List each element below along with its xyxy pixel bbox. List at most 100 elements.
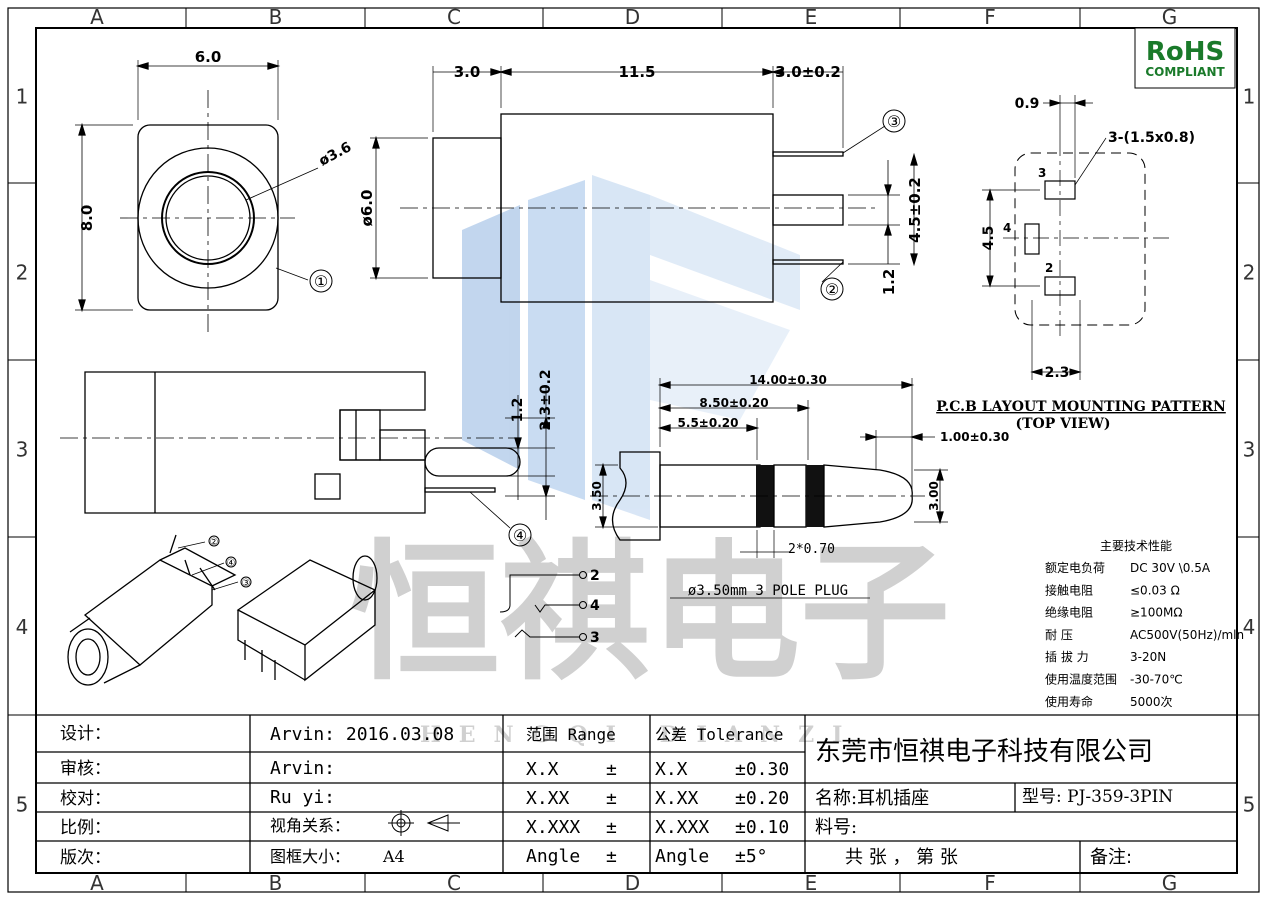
schematic: [499, 571, 587, 641]
grid-col-label: F: [984, 5, 996, 29]
tb-material: 料号:: [815, 817, 857, 838]
plug-labels: 14.00±0.30 8.50±0.20 5.5±0.20 1.00±0.30 …: [590, 373, 1009, 599]
front-hole-dim: ø3.6: [316, 139, 354, 169]
tb-range-3: X.XXX: [526, 817, 580, 838]
spec-label: 绝缘电阻: [1045, 605, 1093, 620]
pcb-labels: 0.9 3-(1.5x0.8) 4.5 2.3 3 4 2 P.C.B LAYO…: [936, 96, 1226, 432]
watermark-chars: 恒祺电子: [350, 525, 950, 701]
grid-col-label: B: [269, 871, 283, 895]
tb-range-header: 范围 Range: [526, 725, 616, 744]
spec-value: ≥100MΩ: [1130, 606, 1182, 620]
grid-col-label: B: [269, 5, 283, 29]
iso-callout-4: ④: [227, 558, 236, 569]
plug-drawing: [590, 378, 948, 599]
watermark-logo: [462, 175, 800, 520]
plug-dim-3-5: 3.50: [590, 481, 604, 511]
side-callout-3: ③: [887, 112, 901, 131]
schematic-labels: 2 4 3: [590, 568, 600, 646]
tb-tol-val-3: ±0.10: [735, 817, 789, 838]
tb-remark: 备注:: [1090, 847, 1132, 868]
spec-value: 5000次: [1130, 695, 1173, 709]
spec-title: 主要技术性能: [1100, 539, 1172, 553]
tb-tol-key-1: X.X: [655, 759, 688, 780]
grid-col-label: F: [984, 871, 996, 895]
plug-dim-14: 14.00±0.30: [749, 373, 827, 387]
tb-view-label: 视角关系：: [270, 816, 350, 835]
spec-label: 耐 压: [1045, 628, 1073, 642]
tb-frame-value: A4: [382, 847, 405, 866]
rohs-badge: RoHS COMPLIANT: [1134, 27, 1236, 89]
schematic-pin-3: 3: [590, 630, 600, 646]
tb-name: 名称:耳机插座: [815, 788, 929, 809]
plug-dim-3: 3.00: [927, 481, 941, 511]
spec-value: ≤0.03 Ω: [1130, 583, 1180, 597]
spec-label: 接触电阻: [1045, 582, 1093, 597]
pcb-dim-pads: 3-(1.5x0.8): [1108, 130, 1195, 146]
front-height-dim: 8.0: [78, 205, 96, 232]
front-view: [75, 60, 333, 335]
spec-label: 额定电负荷: [1045, 560, 1105, 575]
tb-label-scale: 比例：: [60, 818, 111, 838]
grid-row-label: 2: [16, 261, 29, 285]
grid-row-label: 3: [1243, 438, 1256, 462]
tb-pm-4: ±: [606, 846, 617, 867]
tb-design-value: Arvin: 2016.03.08: [270, 724, 454, 745]
grid-row-label: 3: [16, 438, 29, 462]
tb-pages: 共 张 ， 第 张: [845, 847, 958, 868]
side-dim-11-5: 11.5: [618, 63, 655, 81]
tb-range-1: X.X: [526, 759, 559, 780]
title-block: [36, 714, 1237, 873]
rohs-title: RoHS: [1146, 37, 1224, 67]
side-pin-dim: 1.2: [880, 269, 898, 296]
grid-row-label: 5: [16, 793, 29, 817]
schematic-pin-4: 4: [590, 598, 600, 614]
front-callout: ①: [314, 272, 328, 291]
pcb-pin-3: 3: [1038, 166, 1046, 180]
pcb-pin-2: 2: [1045, 261, 1053, 275]
side-callout-2: ②: [825, 280, 839, 299]
tb-label-proof: 校对：: [60, 789, 111, 809]
side-dim-3-tol: 3.0±0.2: [775, 63, 841, 81]
iso-callout-3: ③: [242, 578, 251, 589]
inner-border: [35, 27, 1238, 874]
grid-col-label: C: [447, 871, 461, 895]
grid-col-label: G: [1162, 5, 1178, 29]
spec-value: 3-20N: [1130, 650, 1166, 664]
iso-callout-2: ②: [210, 537, 219, 548]
tb-tol-key-3: X.XXX: [655, 817, 709, 838]
pcb-dim-2-3: 2.3: [1045, 365, 1070, 381]
outer-border: [7, 7, 1260, 893]
tb-model: 型号: PJ-359-3PIN: [1022, 787, 1173, 807]
plug-dim-8-5: 8.50±0.20: [699, 396, 768, 410]
plug-dim-5-5: 5.5±0.20: [678, 416, 739, 430]
side-view: [370, 66, 918, 303]
pcb-title: P.C.B LAYOUT MOUNTING PATTERN: [936, 399, 1226, 415]
bottom-view: [60, 371, 555, 547]
side-dim-3: 3.0: [454, 63, 481, 81]
grid-row-label: 2: [1243, 261, 1256, 285]
tb-check-value: Arvin:: [270, 758, 335, 779]
side-dia-dim: ø6.0: [358, 190, 376, 227]
plug-caption: ø3.50mm 3 POLE PLUG: [688, 583, 848, 599]
tb-tol-val-4: ±5°: [735, 846, 768, 867]
bottom-dim-2-3: 2.3±0.2: [538, 369, 554, 430]
rohs-subtitle: COMPLIANT: [1145, 65, 1225, 79]
spec-label: 使用寿命: [1045, 694, 1093, 709]
pcb-layout: [982, 95, 1170, 380]
tb-tol-key-4: Angle: [655, 846, 709, 867]
tb-tol-val-1: ±0.30: [735, 759, 789, 780]
grid-col-label: G: [1162, 871, 1178, 895]
tb-pm-3: ±: [606, 817, 617, 838]
grid-row-label: 1: [1243, 85, 1256, 109]
grid-row-label: 4: [1243, 615, 1256, 639]
tb-tol-val-2: ±0.20: [735, 788, 789, 809]
tb-label-version: 版次：: [60, 848, 111, 868]
tb-frame-label: 图框大小：: [270, 847, 350, 866]
plug-dim-1: 1.00±0.30: [940, 430, 1009, 444]
grid-col-label: E: [805, 5, 818, 29]
grid-col-label: A: [90, 871, 104, 895]
bottom-callout-4: ④: [513, 526, 527, 545]
